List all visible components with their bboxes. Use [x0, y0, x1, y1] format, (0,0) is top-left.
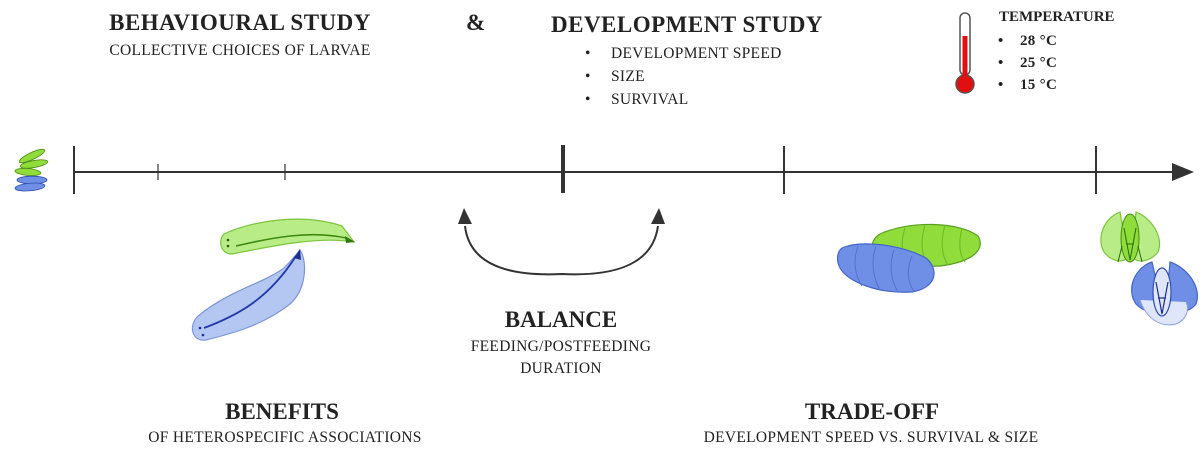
- larva-green-icon: [220, 218, 356, 255]
- list-item: SURVIVAL: [583, 88, 782, 111]
- behavioural-study-subtitle: COLLECTIVE CHOICES OF LARVAE: [109, 42, 371, 59]
- balance-line-1: FEEDING/POSTFEEDING: [470, 338, 652, 355]
- larva-blue-icon: [191, 249, 306, 341]
- development-study-list: DEVELOPMENT SPEED SIZE SURVIVAL: [583, 42, 782, 111]
- ampersand: &: [466, 10, 486, 35]
- eggs-icon: [14, 148, 49, 192]
- list-item: 15 °C: [998, 74, 1057, 96]
- pupa-blue-icon: [836, 243, 935, 293]
- tradeoff-title: TRADE-OFF: [804, 399, 940, 424]
- behavioural-study-title: BEHAVIOURAL STUDY: [109, 10, 371, 35]
- balance-arrow-icon: [458, 208, 665, 276]
- timeline: [73, 145, 1194, 194]
- list-item: 28 °C: [998, 30, 1057, 52]
- thermometer-icon: [955, 12, 975, 94]
- list-item: DEVELOPMENT SPEED: [583, 42, 782, 65]
- development-study-title: DEVELOPMENT STUDY: [551, 12, 823, 37]
- list-item: 25 °C: [998, 52, 1057, 74]
- fly-blue-icon: [1131, 261, 1198, 326]
- timeline-arrowhead: [1172, 163, 1194, 181]
- benefits-subtitle: OF HETEROSPECIFIC ASSOCIATIONS: [148, 429, 422, 446]
- balance-line-2: DURATION: [520, 360, 602, 377]
- temperature-list: 28 °C 25 °C 15 °C: [998, 30, 1057, 96]
- list-item: SIZE: [583, 65, 782, 88]
- benefits-title: BENEFITS: [225, 399, 339, 424]
- temperature-title: TEMPERATURE: [999, 9, 1115, 25]
- fly-green-icon: [1100, 211, 1161, 263]
- balance-title: BALANCE: [504, 307, 618, 332]
- tradeoff-subtitle: DEVELOPMENT SPEED VS. SURVIVAL & SIZE: [703, 429, 1039, 446]
